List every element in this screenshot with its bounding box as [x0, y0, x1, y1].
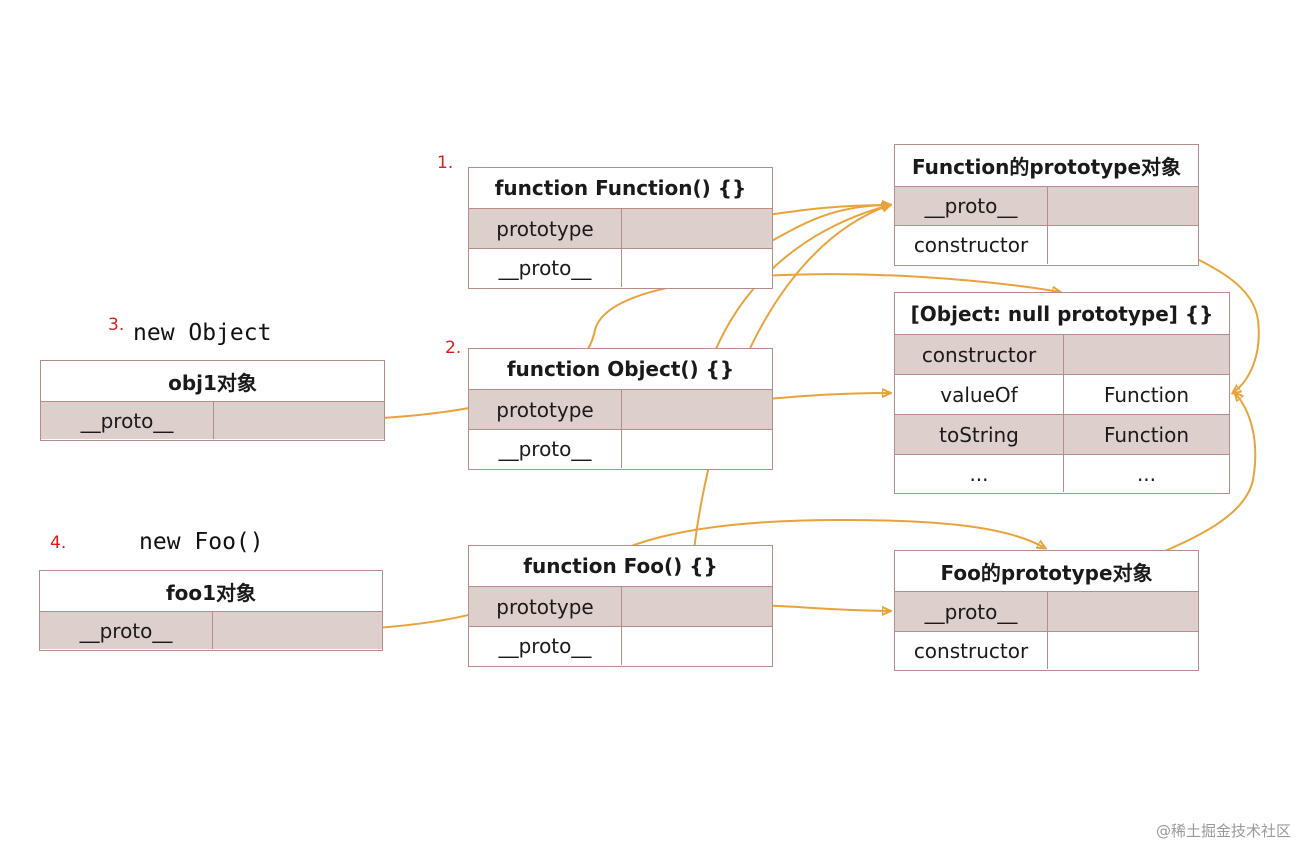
function-object-box: function Object() {} prototype __proto__ [468, 348, 773, 470]
row-value [621, 627, 772, 665]
row-value [1047, 226, 1198, 264]
row-key: prototype [496, 397, 594, 422]
row-key: constructor [921, 342, 1037, 367]
foo-prototype-box: Foo的prototype对象 __proto__ constructor [894, 550, 1199, 671]
function-function-box: function Function() {} prototype __proto… [468, 167, 773, 289]
step-number-2: 2. [445, 338, 462, 358]
row-key: toString [939, 422, 1019, 447]
row-key: __proto__ [924, 599, 1018, 624]
box-title: Foo的prototype对象 [940, 560, 1153, 585]
box-title: Function的prototype对象 [911, 155, 1182, 179]
row-value: Function [1063, 375, 1229, 414]
row-value [621, 209, 772, 248]
row-key: constructor [913, 233, 1029, 257]
row-key: __proto__ [498, 437, 592, 461]
row-value [213, 402, 384, 439]
row-key: prototype [496, 216, 594, 241]
row-value: ... [1063, 455, 1229, 492]
row-value [621, 430, 772, 468]
row-value [212, 612, 382, 649]
row-value [621, 390, 772, 429]
step-number-3: 3. [108, 315, 125, 335]
step-number-1: 1. [437, 153, 454, 173]
box-title: function Object() {} [506, 357, 735, 381]
row-value [1047, 632, 1198, 669]
object-prototype-box: [Object: null prototype] {} constructor … [894, 292, 1230, 494]
row-key: ... [969, 461, 989, 486]
row-key: prototype [496, 594, 594, 619]
code-new-object: new Object [133, 320, 272, 346]
obj1-box: obj1对象 __proto__ [40, 360, 385, 441]
row-value: Function [1063, 415, 1229, 454]
row-value [1063, 335, 1229, 374]
code-new-foo: new Foo() [139, 529, 264, 555]
box-title: obj1对象 [168, 370, 257, 395]
row-key: constructor [913, 638, 1029, 663]
watermark: @稀土掘金技术社区 [1155, 822, 1291, 840]
row-key: __proto__ [80, 408, 174, 433]
row-key: __proto__ [79, 618, 173, 643]
function-prototype-box: Function的prototype对象 __proto__ construct… [894, 144, 1199, 266]
row-value [1047, 592, 1198, 631]
box-title: function Foo() {} [523, 554, 718, 578]
box-title: foo1对象 [165, 580, 257, 605]
row-key: __proto__ [498, 256, 592, 280]
box-title: [Object: null prototype] {} [910, 301, 1214, 326]
row-value [621, 249, 772, 287]
row-key: valueOf [940, 382, 1018, 407]
row-value [621, 587, 772, 626]
row-value [1047, 187, 1198, 225]
row-key: __proto__ [924, 194, 1018, 218]
box-title: function Function() {} [494, 176, 747, 200]
row-key: __proto__ [498, 634, 592, 658]
step-number-4: 4. [50, 533, 67, 553]
foo1-box: foo1对象 __proto__ [39, 570, 383, 651]
function-foo-box: function Foo() {} prototype __proto__ [468, 545, 773, 667]
